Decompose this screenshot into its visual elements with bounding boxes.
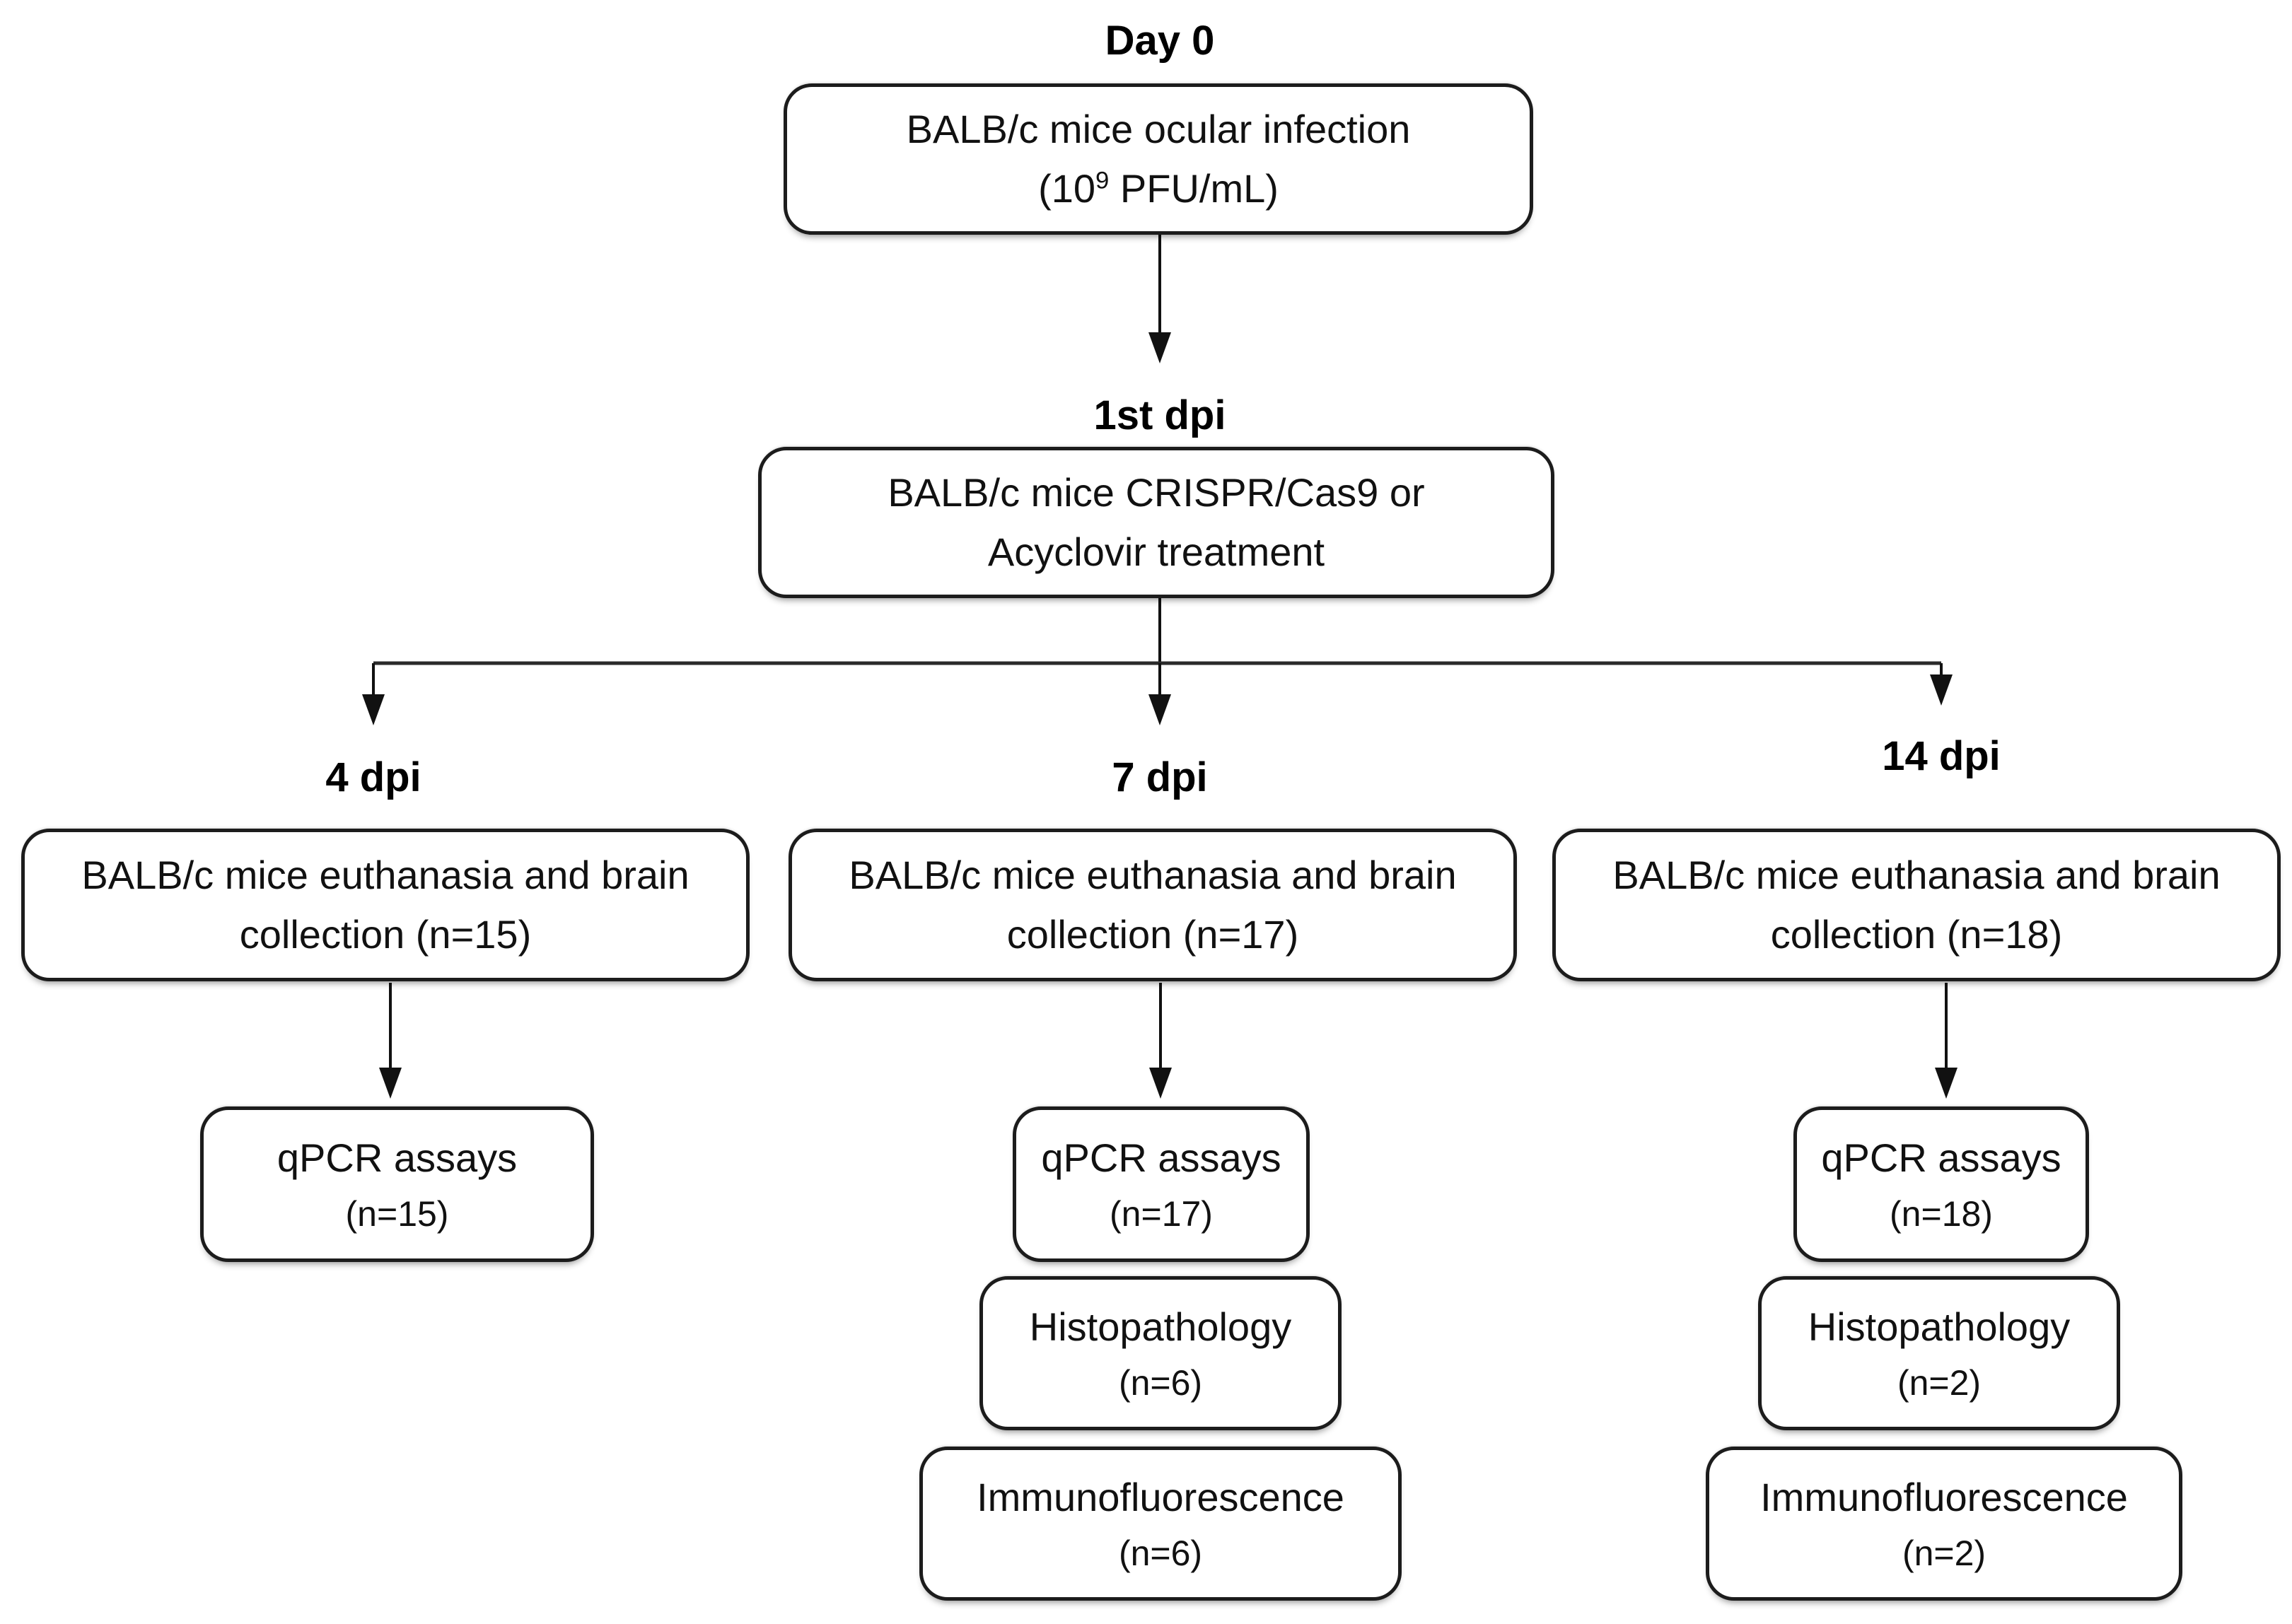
box-immunofluorescence-14dpi-count: (n=2)	[1902, 1533, 1986, 1573]
box-immunofluorescence-7dpi-name: Immunofluorescence	[977, 1474, 1344, 1519]
box-immunofluorescence-7dpi: Immunofluorescence (n=6)	[919, 1447, 1402, 1601]
box-qpcr-14dpi: qPCR assays (n=18)	[1793, 1106, 2089, 1262]
box-collection-14dpi: BALB/c mice euthanasia and brain collect…	[1552, 829, 2281, 981]
box-histopathology-14dpi-count: (n=2)	[1897, 1362, 1982, 1403]
box-collection-7dpi-line1: BALB/c mice euthanasia and brain	[849, 853, 1457, 897]
box-ocular-infection-line1: BALB/c mice ocular infection	[906, 107, 1411, 151]
box-collection-14dpi-line1: BALB/c mice euthanasia and brain	[1612, 853, 2221, 897]
box-qpcr-14dpi-name: qPCR assays	[1821, 1135, 2061, 1180]
box-treatment: BALB/c mice CRISPR/Cas9 or Acyclovir tre…	[758, 447, 1554, 598]
box-treatment-line1: BALB/c mice CRISPR/Cas9 or	[888, 470, 1425, 515]
box-qpcr-4dpi: qPCR assays (n=15)	[200, 1106, 594, 1262]
box-qpcr-14dpi-count: (n=18)	[1890, 1193, 1993, 1234]
stage-label-14dpi: 14 dpi	[1882, 733, 2001, 779]
box-collection-4dpi-line2: collection (n=15)	[239, 912, 532, 957]
box-collection-4dpi: BALB/c mice euthanasia and brain collect…	[21, 829, 750, 981]
stage-label-day0: Day 0	[1105, 18, 1215, 64]
box-immunofluorescence-7dpi-count: (n=6)	[1118, 1533, 1203, 1573]
box-collection-4dpi-line1: BALB/c mice euthanasia and brain	[81, 853, 690, 897]
box-collection-7dpi: BALB/c mice euthanasia and brain collect…	[789, 829, 1517, 981]
box-treatment-line2: Acyclovir treatment	[987, 530, 1325, 574]
dose-exponent: 9	[1095, 167, 1110, 194]
box-immunofluorescence-14dpi: Immunofluorescence (n=2)	[1706, 1447, 2182, 1601]
box-ocular-infection-dose: (109 PFU/mL)	[1038, 166, 1279, 211]
box-qpcr-4dpi-count: (n=15)	[345, 1193, 449, 1234]
box-qpcr-7dpi: qPCR assays (n=17)	[1013, 1106, 1310, 1262]
box-qpcr-7dpi-name: qPCR assays	[1041, 1135, 1281, 1180]
box-histopathology-7dpi: Histopathology (n=6)	[979, 1276, 1342, 1430]
box-qpcr-4dpi-name: qPCR assays	[277, 1135, 518, 1180]
stage-label-4dpi: 4 dpi	[325, 754, 421, 800]
box-histopathology-14dpi-name: Histopathology	[1808, 1304, 2071, 1349]
box-immunofluorescence-14dpi-name: Immunofluorescence	[1760, 1474, 2128, 1519]
box-histopathology-14dpi: Histopathology (n=2)	[1758, 1276, 2120, 1430]
box-ocular-infection: BALB/c mice ocular infection (109 PFU/mL…	[784, 83, 1533, 235]
box-collection-7dpi-line2: collection (n=17)	[1006, 912, 1299, 957]
box-histopathology-7dpi-name: Histopathology	[1029, 1304, 1292, 1349]
stage-label-7dpi: 7 dpi	[1112, 754, 1208, 800]
box-collection-14dpi-line2: collection (n=18)	[1770, 912, 2063, 957]
stage-label-1st-dpi: 1st dpi	[1093, 392, 1226, 438]
box-histopathology-7dpi-count: (n=6)	[1118, 1362, 1203, 1403]
box-qpcr-7dpi-count: (n=17)	[1110, 1193, 1213, 1234]
